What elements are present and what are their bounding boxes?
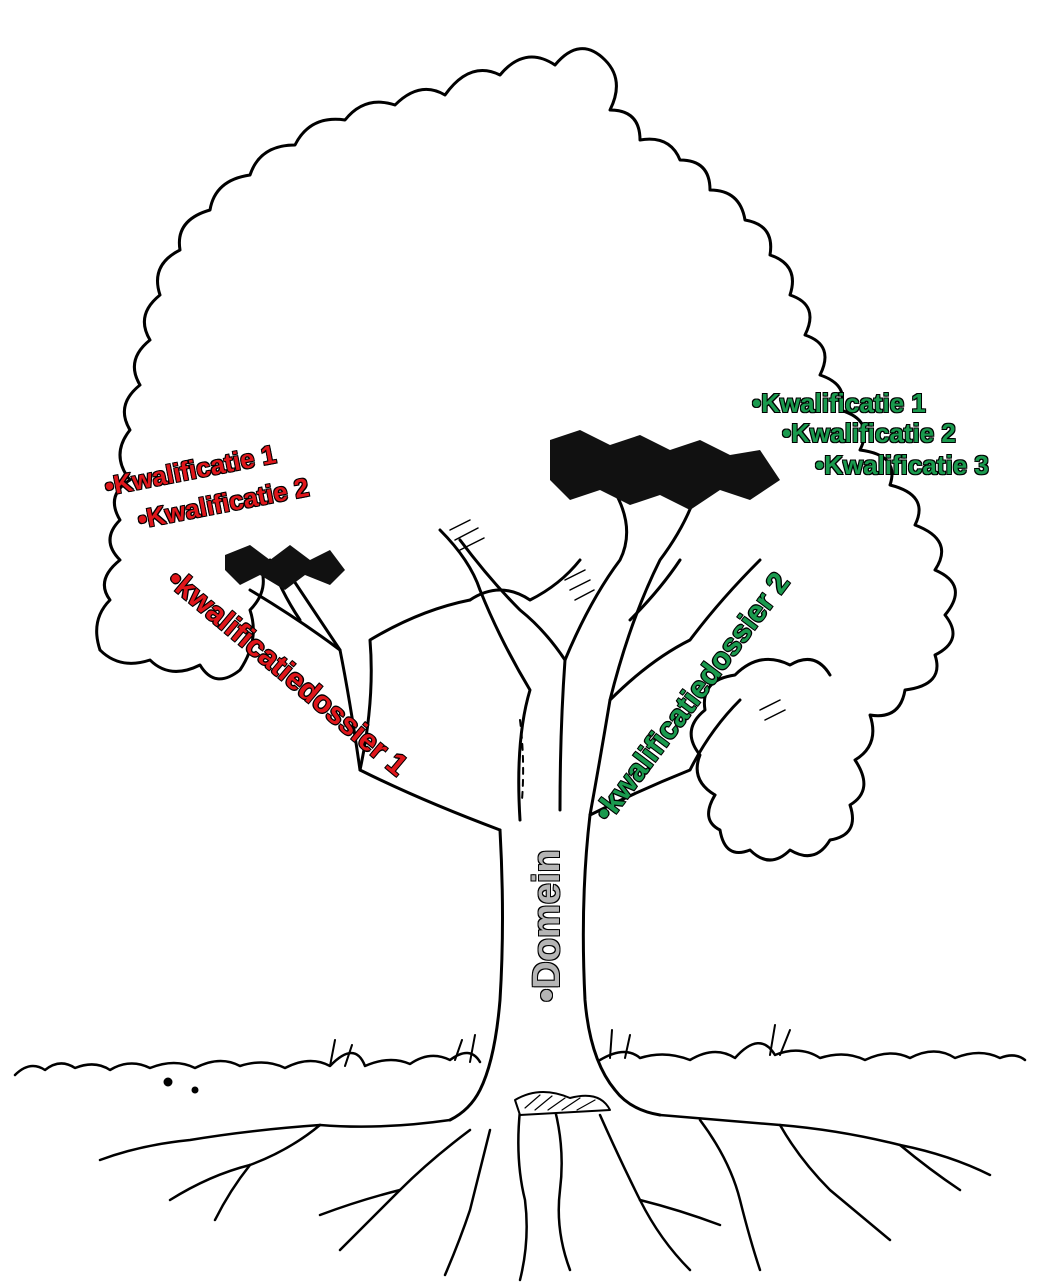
right-qualification-1-label: •Kwalificatie 1 (752, 388, 926, 419)
root-base (515, 1092, 610, 1115)
domain-trunk-label: •Domein (526, 849, 569, 1002)
dark-foliage-clusters (225, 430, 780, 590)
ground-line (15, 1043, 1025, 1075)
right-qualification-3-label: •Kwalificatie 3 (815, 450, 989, 481)
tree-trunk-left (450, 830, 503, 1120)
tree-trunk-right (583, 815, 660, 1115)
right-qualification-2-label: •Kwalificatie 2 (782, 418, 956, 449)
tree-branch-left-main (250, 590, 500, 830)
tree-roots (100, 1110, 990, 1280)
